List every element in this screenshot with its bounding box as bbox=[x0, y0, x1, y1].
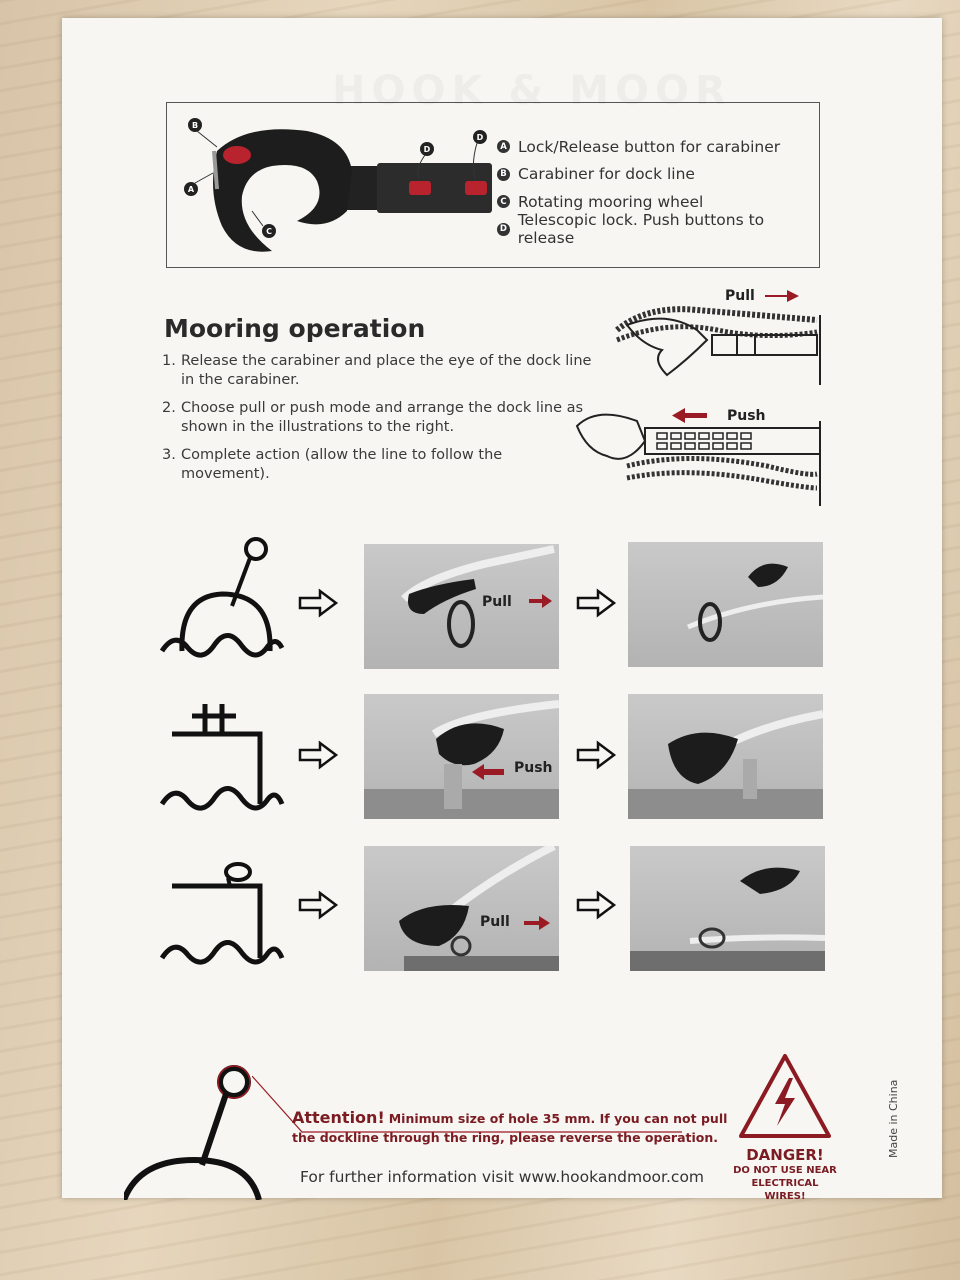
arrow-right-icon bbox=[576, 588, 617, 618]
footer-website: For further information visit www.hookan… bbox=[300, 1168, 705, 1186]
hook-photo-icon bbox=[630, 867, 825, 971]
photo-bollard-push: Push bbox=[364, 694, 559, 819]
electric-hazard-icon bbox=[739, 1054, 831, 1138]
legend-item: D Telescopic lock. Push buttons to releas… bbox=[497, 211, 819, 247]
danger-title: DANGER! bbox=[746, 1146, 824, 1164]
legend-text: Rotating mooring wheel bbox=[518, 192, 704, 211]
badge-a: A bbox=[497, 140, 510, 154]
step-item: 1. Release the carabiner and place the ey… bbox=[162, 352, 592, 390]
parts-legend-box: B A C D D A Lock/Release button for carab… bbox=[166, 102, 820, 268]
danger-line-1: DO NOT USE NEAR bbox=[733, 1165, 837, 1176]
legend-item: B Carabiner for dock line bbox=[497, 161, 819, 189]
buoy-large-icon bbox=[124, 1065, 262, 1200]
pull-label: Pull bbox=[725, 288, 755, 304]
attention-text-2: the dockline through the ring, please re… bbox=[292, 1130, 719, 1145]
hook-photo-icon bbox=[364, 700, 559, 819]
attention-pointer-line bbox=[252, 1076, 682, 1133]
danger-warning: DANGER! DO NOT USE NEAR ELECTRICAL WIRES… bbox=[730, 1052, 840, 1203]
legend-text: Lock/Release button for carabiner bbox=[518, 137, 781, 156]
bollard-icon bbox=[160, 704, 285, 811]
callout-b: B bbox=[192, 121, 198, 130]
hook-photo-icon bbox=[399, 846, 559, 971]
arrow-right-icon bbox=[298, 588, 339, 618]
section-heading: Mooring operation bbox=[164, 314, 426, 343]
photo-buoy-result bbox=[628, 542, 823, 667]
pull-arrow-icon bbox=[765, 290, 799, 302]
photo-bollard-result bbox=[628, 694, 823, 819]
hook-photo-icon bbox=[628, 710, 823, 819]
push-arrow-icon bbox=[672, 408, 707, 423]
attention-heading: Attention! bbox=[292, 1108, 385, 1127]
legend-list: A Lock/Release button for carabiner B Cara… bbox=[497, 133, 819, 247]
arrow-right-icon bbox=[576, 740, 617, 770]
legend-item: C Rotating mooring wheel bbox=[497, 188, 819, 216]
legend-item: A Lock/Release button for carabiner bbox=[497, 133, 819, 161]
step-text: Choose pull or push mode and arrange the… bbox=[181, 400, 584, 435]
dock-ring-icon bbox=[160, 862, 285, 965]
photo-ring-result bbox=[630, 846, 825, 971]
callout-c: C bbox=[266, 227, 272, 236]
callout-a: A bbox=[188, 185, 195, 194]
callout-d2: D bbox=[477, 133, 484, 142]
step-number: 1. bbox=[162, 353, 176, 369]
arrow-right-icon bbox=[576, 890, 617, 920]
made-in-label: Made in China bbox=[887, 1079, 900, 1158]
photo-label: Pull bbox=[480, 914, 510, 930]
photo-label: Pull bbox=[482, 594, 512, 610]
step-item: 2. Choose pull or push mode and arrange t… bbox=[162, 399, 592, 437]
steps-list: 1. Release the carabiner and place the ey… bbox=[162, 352, 592, 493]
legend-text: Telescopic lock. Push buttons to release bbox=[517, 211, 765, 248]
photo-buoy-pull: Pull bbox=[364, 544, 559, 669]
boat-hook-diagram-icon: B A C D D bbox=[184, 118, 492, 252]
arrow-right-icon bbox=[298, 890, 339, 920]
hook-photo-icon bbox=[687, 563, 823, 642]
push-label: Push bbox=[727, 408, 766, 424]
hook-photo-icon bbox=[401, 545, 555, 648]
attention-note: Attention! Minimum size of hole 35 mm. I… bbox=[292, 1108, 727, 1147]
badge-b: B bbox=[497, 167, 510, 181]
buoy-icon bbox=[160, 537, 285, 658]
push-mode-illustration: Push bbox=[575, 408, 821, 506]
arrow-right-icon bbox=[298, 740, 339, 770]
step-number: 2. bbox=[162, 400, 176, 416]
step-text: Complete action (allow the line to follo… bbox=[181, 447, 503, 482]
pull-mode-illustration: Pull bbox=[615, 288, 821, 385]
legend-text: Carabiner for dock line bbox=[518, 165, 695, 184]
danger-line-2: ELECTRICAL WIRES! bbox=[751, 1178, 819, 1202]
callout-d1: D bbox=[424, 145, 431, 154]
photo-label: Push bbox=[514, 760, 553, 776]
badge-c: C bbox=[497, 195, 510, 209]
badge-d: D bbox=[497, 222, 510, 236]
step-number: 3. bbox=[162, 447, 176, 463]
step-item: 3. Complete action (allow the line to fol… bbox=[162, 446, 592, 484]
step-text: Release the carabiner and place the eye … bbox=[181, 353, 592, 388]
photo-ring-pull: Pull bbox=[364, 846, 559, 971]
attention-text-1: Minimum size of hole 35 mm. If you can n… bbox=[388, 1111, 728, 1126]
